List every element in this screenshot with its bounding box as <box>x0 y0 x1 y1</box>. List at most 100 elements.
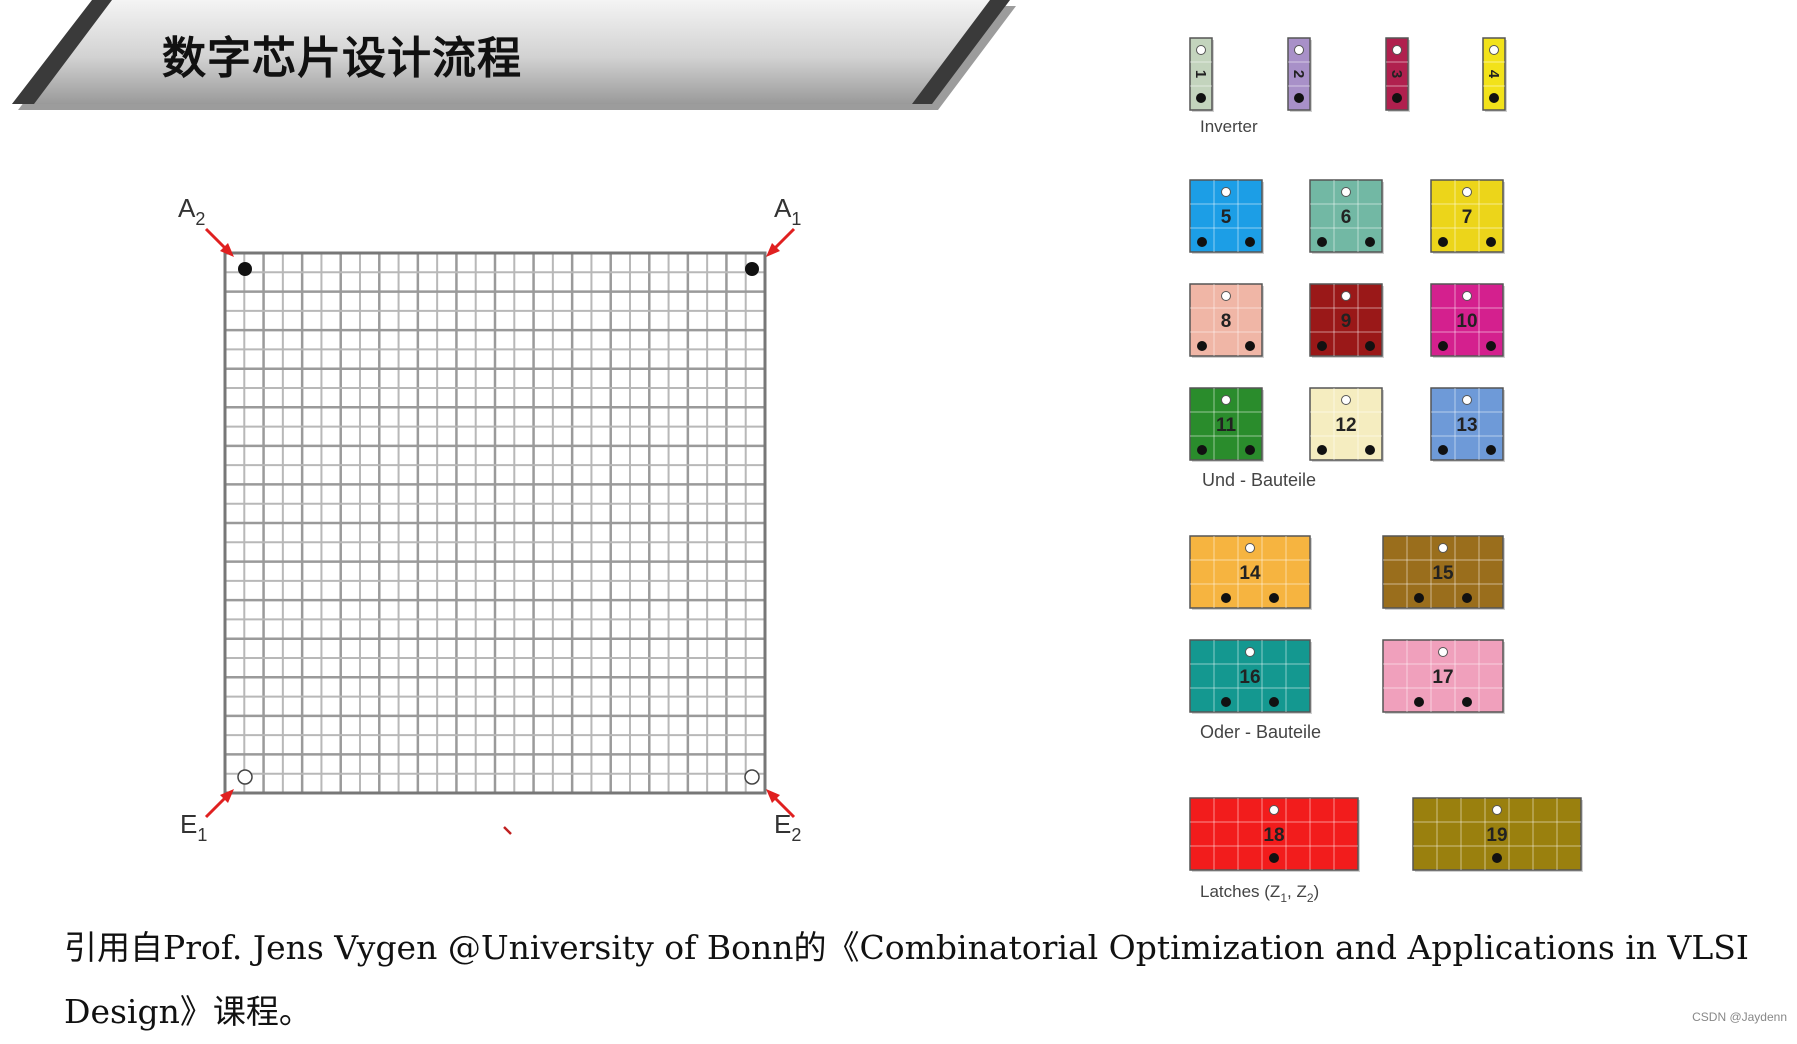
citation-text: 引用自Prof. Jens Vygen @University of Bonn的… <box>64 916 1784 1044</box>
cell-12: 12 <box>1309 387 1384 462</box>
cell-18-output-pin <box>1269 805 1279 815</box>
cell-15-label: 15 <box>1432 563 1454 584</box>
cell-9-label: 9 <box>1341 311 1352 332</box>
cell-14: 14 <box>1189 535 1312 610</box>
cell-19-output-pin <box>1492 805 1502 815</box>
group-label-or-cells: Oder - Bauteile <box>1200 722 1321 742</box>
arrow-a1 <box>766 227 796 257</box>
cell-17-output-pin <box>1438 647 1448 657</box>
cell-19-input-pin <box>1492 853 1502 863</box>
cell-5-input-pin <box>1197 237 1207 247</box>
cell-5-label: 5 <box>1221 207 1232 228</box>
cell-11: 11 <box>1189 387 1264 462</box>
cell-16-input-pin <box>1221 697 1231 707</box>
cell-17-input-pin <box>1462 697 1472 707</box>
cell-13-label: 13 <box>1456 415 1477 436</box>
cell-15-input-pin <box>1462 593 1472 603</box>
cell-2-label: 2 <box>1290 70 1307 78</box>
cell-5-input-pin <box>1245 237 1255 247</box>
cell-1-body <box>1189 37 1213 111</box>
cell-1: 1 <box>1189 37 1214 112</box>
cell-16-input-pin <box>1269 697 1279 707</box>
cell-7-label: 7 <box>1462 207 1473 228</box>
cell-4: 4 <box>1482 37 1507 112</box>
pin-e2-circle <box>744 769 760 785</box>
cell-10-input-pin <box>1438 341 1448 351</box>
chip-placement-grid: A2 A1 E1 E2 <box>178 193 801 845</box>
cell-10-output-pin <box>1462 291 1472 301</box>
cell-8-output-pin <box>1221 291 1231 301</box>
citation-line-1: 引用自Prof. Jens Vygen @University of Bonn的… <box>64 928 1749 967</box>
cell-18-label: 18 <box>1263 825 1284 846</box>
cell-19-label: 19 <box>1486 825 1507 846</box>
cell-4-input-pin <box>1489 93 1499 103</box>
cell-16-output-pin <box>1245 647 1255 657</box>
watermark: CSDN @Jaydenn <box>1692 1010 1787 1024</box>
arrow-e2 <box>766 789 796 819</box>
corner-label-e2: E2 <box>774 809 801 845</box>
cell-14-input-pin <box>1221 593 1231 603</box>
stray-mark <box>503 826 512 835</box>
group-label-inverter: Inverter <box>1200 117 1258 136</box>
cell-3-output-pin <box>1392 45 1402 55</box>
cell-1-label: 1 <box>1192 70 1209 78</box>
cell-8: 8 <box>1189 283 1264 358</box>
grid-border <box>223 251 767 795</box>
cell-13: 13 <box>1430 387 1505 462</box>
cell-7: 7 <box>1430 179 1505 254</box>
cell-7-output-pin <box>1462 187 1472 197</box>
cell-6-label: 6 <box>1341 207 1352 228</box>
cell-9-input-pin <box>1317 341 1327 351</box>
cell-9-input-pin <box>1365 341 1375 351</box>
cell-10-label: 10 <box>1456 311 1477 332</box>
cell-13-input-pin <box>1438 445 1448 455</box>
title-banner <box>12 0 1016 110</box>
cell-4-body <box>1482 37 1506 111</box>
page-title: 数字芯片设计流程 <box>162 33 522 84</box>
corner-label-a1: A1 <box>774 193 801 229</box>
cell-10: 10 <box>1430 283 1505 358</box>
group-label-and-cells: Und - Bauteile <box>1202 470 1316 490</box>
cell-13-input-pin <box>1486 445 1496 455</box>
cell-12-label: 12 <box>1335 415 1356 436</box>
cell-1-input-pin <box>1196 93 1206 103</box>
cell-9: 9 <box>1309 283 1384 358</box>
cell-3-body <box>1385 37 1409 111</box>
cell-15-input-pin <box>1414 593 1424 603</box>
cell-5: 5 <box>1189 179 1264 254</box>
cell-8-input-pin <box>1197 341 1207 351</box>
cell-17-label: 17 <box>1432 667 1453 688</box>
cell-9-output-pin <box>1341 291 1351 301</box>
pin-a1-dot <box>745 262 759 276</box>
cell-3: 3 <box>1385 37 1410 112</box>
arrow-e1 <box>204 789 234 819</box>
group-label-latches: Latches (Z1, Z2) <box>1200 882 1319 905</box>
cell-7-input-pin <box>1438 237 1448 247</box>
cell-17: 17 <box>1382 639 1505 714</box>
cell-15-output-pin <box>1438 543 1448 553</box>
cell-18-input-pin <box>1269 853 1279 863</box>
cell-6-output-pin <box>1341 187 1351 197</box>
grid-lines <box>223 251 767 795</box>
cell-10-input-pin <box>1486 341 1496 351</box>
cell-19: 19 <box>1412 797 1583 872</box>
cell-18: 18 <box>1189 797 1360 872</box>
cell-5-output-pin <box>1221 187 1231 197</box>
cell-12-input-pin <box>1365 445 1375 455</box>
cell-16-label: 16 <box>1239 667 1260 688</box>
cell-4-output-pin <box>1489 45 1499 55</box>
cell-8-label: 8 <box>1221 311 1232 332</box>
citation-line-2: Design》课程。 <box>64 992 312 1031</box>
cell-2-body <box>1287 37 1311 111</box>
cell-8-input-pin <box>1245 341 1255 351</box>
cell-11-input-pin <box>1197 445 1207 455</box>
cell-14-output-pin <box>1245 543 1255 553</box>
cell-13-output-pin <box>1462 395 1472 405</box>
pin-e1-circle <box>237 769 253 785</box>
cell-14-label: 14 <box>1239 563 1261 584</box>
cell-2-input-pin <box>1294 93 1304 103</box>
cell-1-output-pin <box>1196 45 1206 55</box>
cell-11-input-pin <box>1245 445 1255 455</box>
cell-2-output-pin <box>1294 45 1304 55</box>
